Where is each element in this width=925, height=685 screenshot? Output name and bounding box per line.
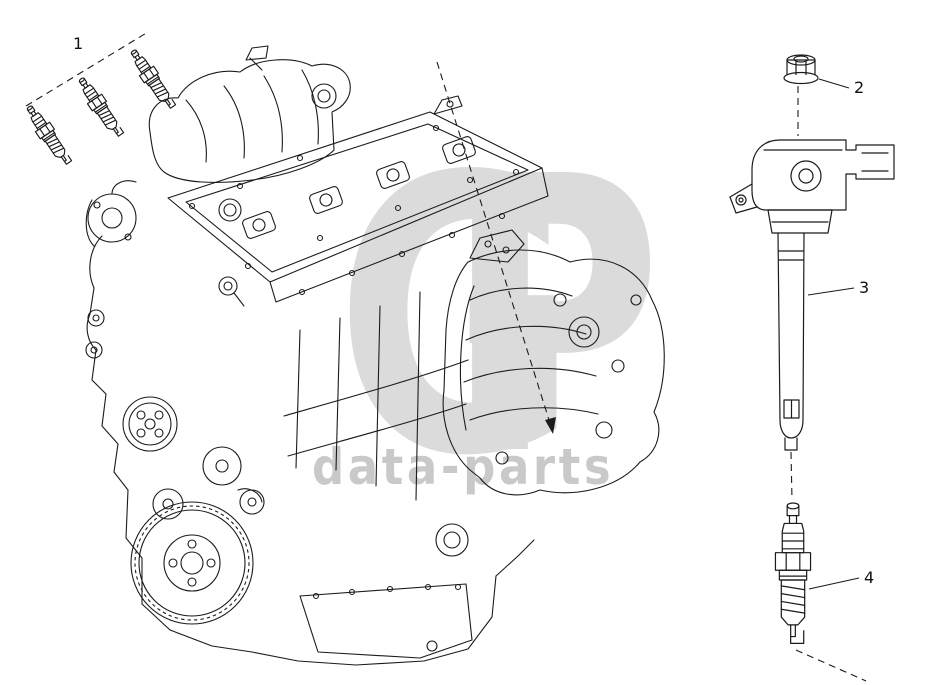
watermark-text: data-parts (312, 438, 615, 496)
callout-2[interactable]: 2 (851, 78, 868, 98)
ignition-coil-icon (729, 139, 895, 451)
engine-illustration (85, 45, 665, 666)
callout-1[interactable]: 1 (70, 34, 87, 54)
flange-nut-icon (783, 54, 819, 85)
small-spark-plug-icon (73, 73, 127, 141)
callout-4[interactable]: 4 (861, 568, 878, 588)
small-spark-plug-icon (125, 45, 179, 113)
callout-3[interactable]: 3 (856, 278, 873, 298)
small-spark-plug-icon (21, 101, 75, 169)
callout-leader-lines (807, 78, 860, 590)
assembly-dashed-lines (25, 31, 867, 682)
assembly-direction-arrow (545, 417, 556, 434)
spark-plug-icon (774, 502, 812, 645)
